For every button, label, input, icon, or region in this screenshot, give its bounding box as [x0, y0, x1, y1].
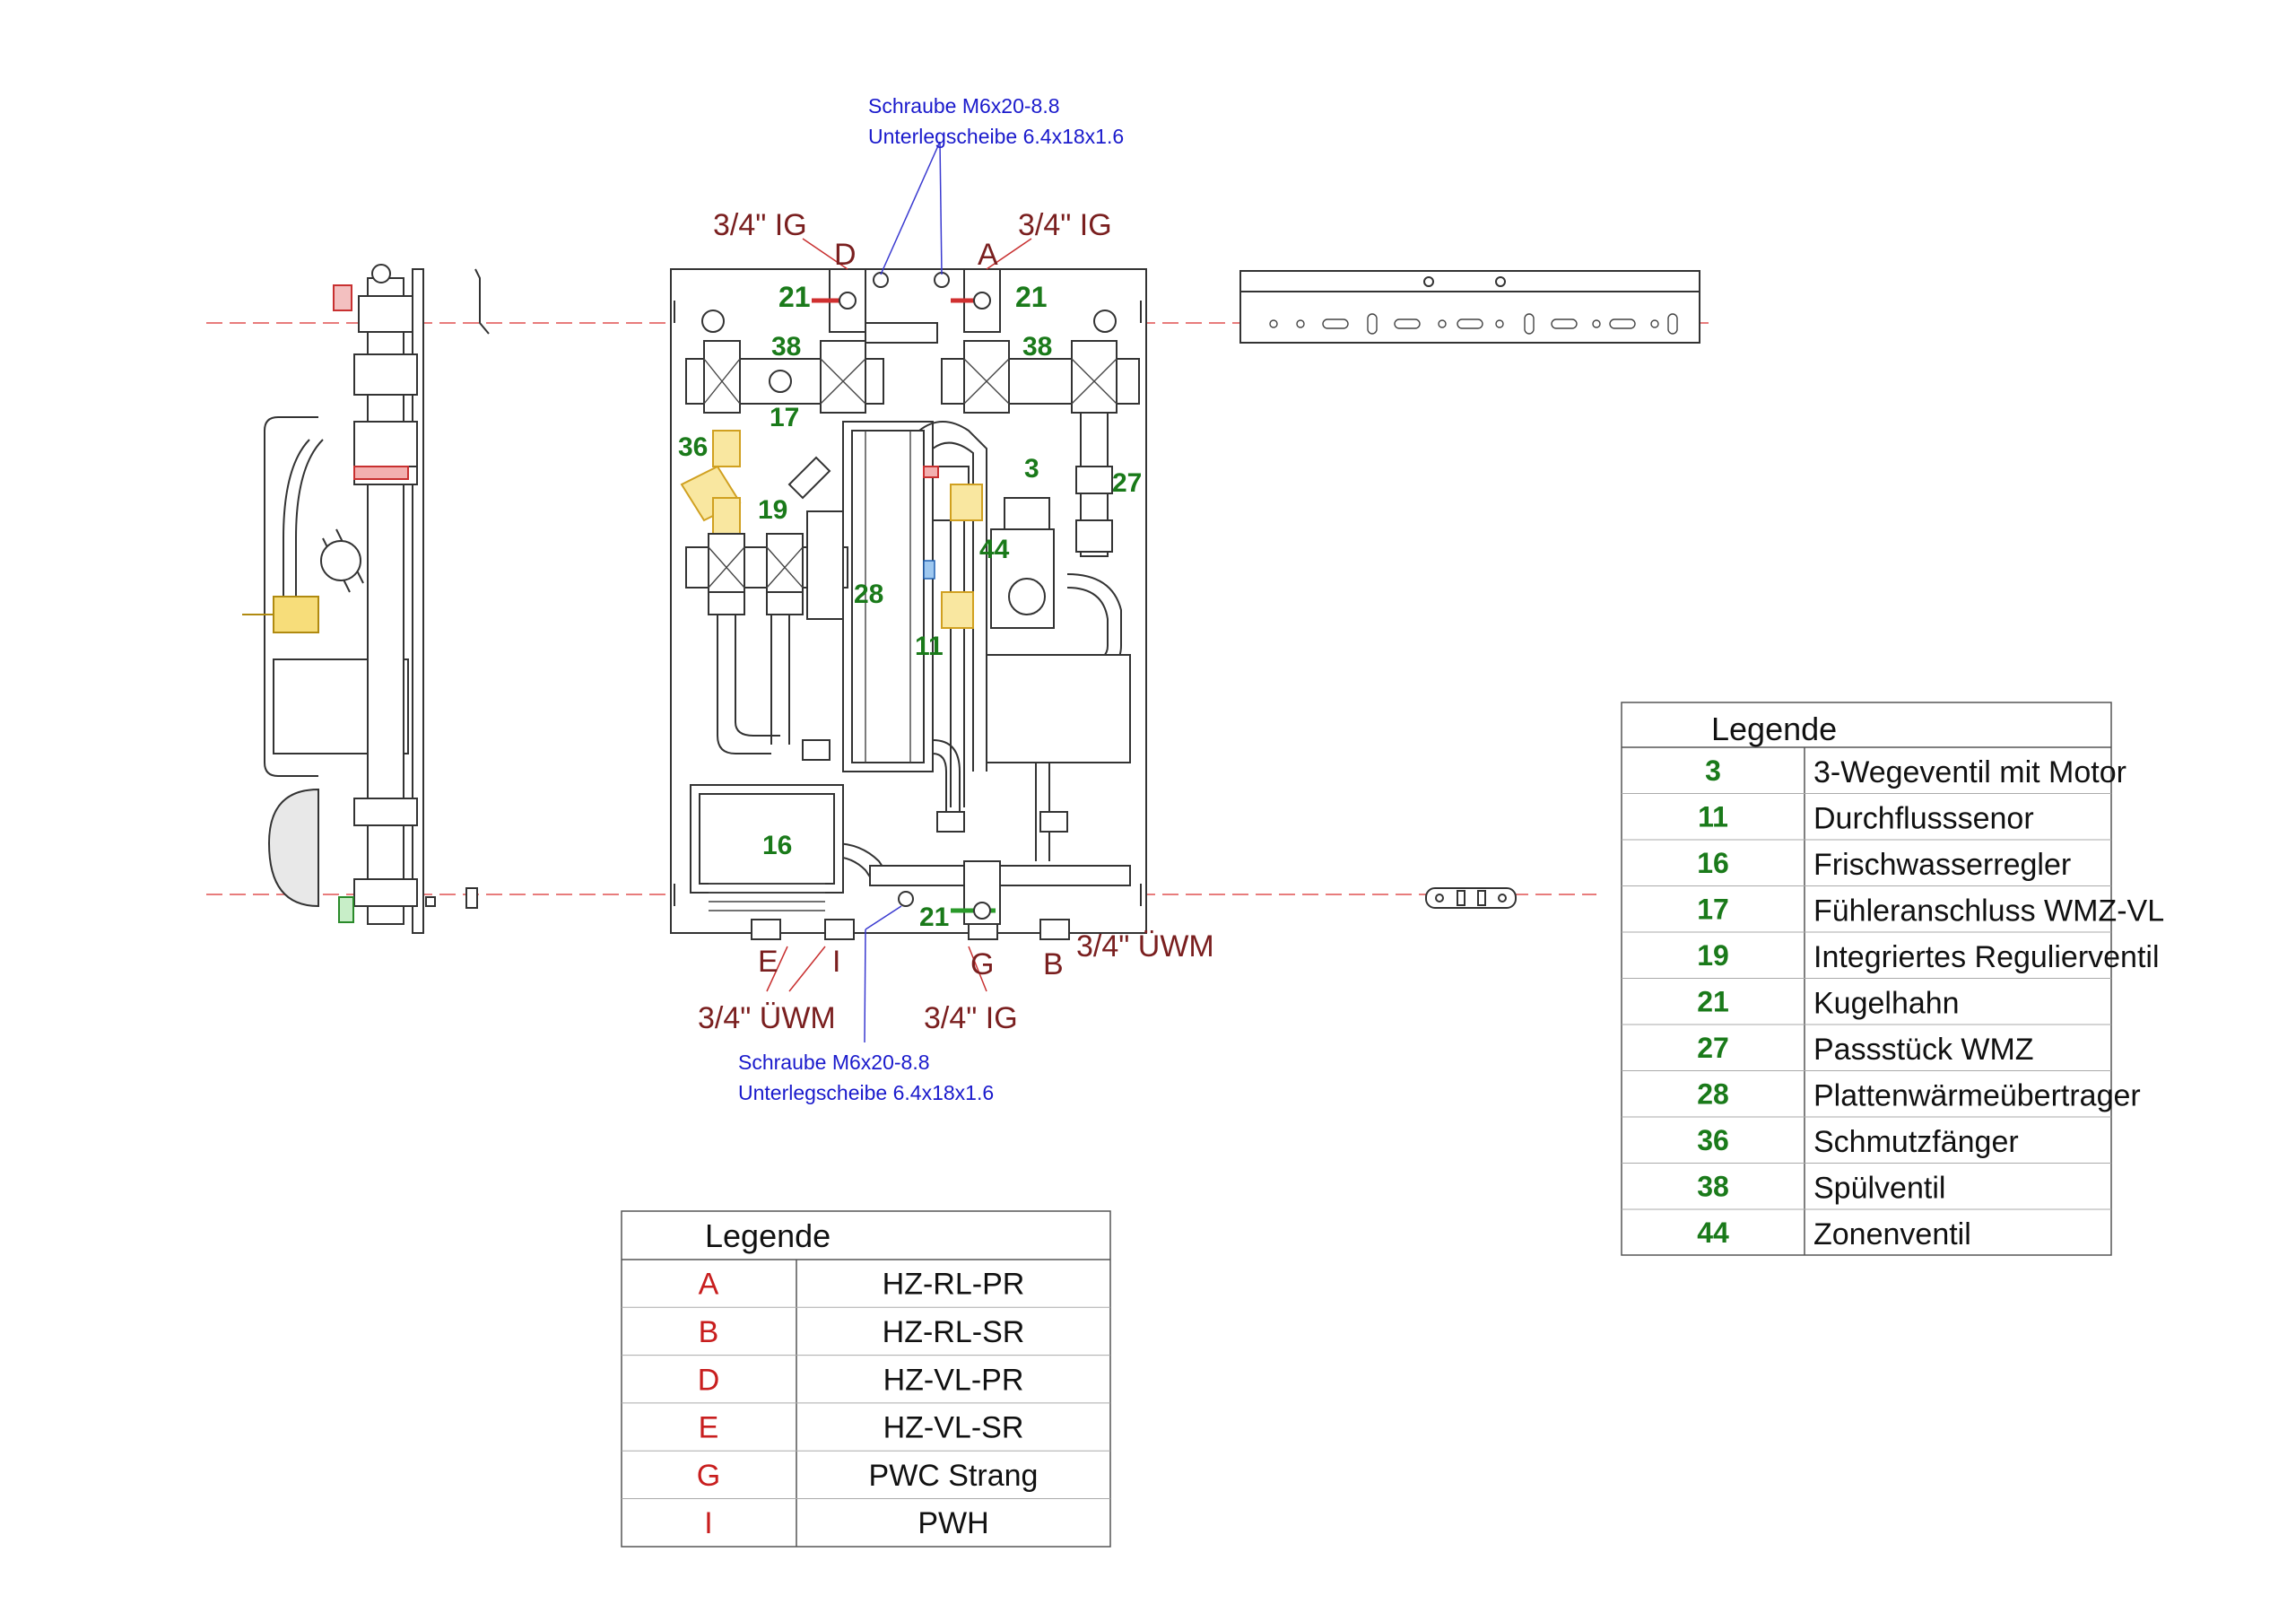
top-note-line2: Unterlegscheibe 6.4x18x1.6 [868, 125, 1124, 148]
legend-connection-key: A [699, 1268, 719, 1302]
side-view [242, 264, 490, 934]
label-bottom-right-thread: 3/4" ÜWM [1076, 929, 1214, 964]
legend-part-number: 21 [1697, 985, 1729, 1017]
part-27: 27 [1112, 468, 1142, 498]
legend-connection-name: HZ-RL-PR [883, 1268, 1025, 1302]
legend-part-number: 36 [1697, 1124, 1729, 1156]
label-E: E [758, 945, 778, 979]
part-16: 16 [762, 831, 792, 860]
annotations: Schraube M6x20-8.8 Unterlegscheibe 6.4x1… [678, 94, 1214, 1104]
part-21-top-right: 21 [1015, 281, 1048, 313]
legend-parts-title: Legende [1711, 711, 1837, 747]
legend-connection-name: HZ-VL-PR [883, 1363, 1024, 1397]
legend-connection-key: I [704, 1506, 712, 1540]
part-19: 19 [758, 495, 787, 525]
legend-part-number: 11 [1698, 800, 1728, 833]
legend-part-number: 38 [1697, 1170, 1729, 1202]
part-38-left: 38 [771, 332, 801, 362]
part-3: 3 [1024, 454, 1039, 484]
part-21-bottom: 21 [919, 903, 949, 932]
part-21-top-left: 21 [778, 281, 811, 313]
bottom-bracket [1425, 887, 1517, 909]
label-top-left-thread: 3/4" IG [713, 208, 807, 242]
legend-connection-key: B [699, 1315, 719, 1349]
label-G: G [970, 947, 994, 981]
label-A: A [978, 238, 998, 272]
label-D: D [834, 238, 857, 272]
part-44: 44 [979, 535, 1010, 564]
legend-part-name: 3-Wegeventil mit Motor [1813, 755, 2126, 789]
leader-lines [766, 141, 1032, 1043]
legend-part-name: Schmutzfänger [1813, 1125, 2019, 1159]
label-B: B [1043, 947, 1064, 981]
label-bottom-mid-thread: 3/4" IG [924, 1001, 1018, 1035]
legend-part-name: Spülventil [1813, 1171, 1945, 1205]
legend-parts: Legende 3 3-Wegeventil mit Motor 11 Durchfl… [1621, 702, 2164, 1256]
legend-connections: Legende A HZ-RL-PR B HZ-RL-SR D HZ-VL-PR E HZ-V… [621, 1210, 1111, 1548]
bottom-note-line1: Schraube M6x20-8.8 [738, 1051, 930, 1074]
legend-part-name: Passstück WMZ [1813, 1033, 2034, 1067]
legend-connection-name: PWC Strang [869, 1459, 1039, 1493]
front-view [670, 268, 1147, 940]
label-top-right-thread: 3/4" IG [1018, 208, 1112, 242]
legend-part-number: 16 [1697, 847, 1729, 879]
legend-part-number: 27 [1697, 1032, 1729, 1064]
label-bottom-left-thread: 3/4" ÜWM [698, 1001, 836, 1035]
legend-part-number: 28 [1697, 1077, 1729, 1110]
part-36: 36 [678, 432, 708, 462]
top-view-bracket [1239, 270, 1700, 344]
legend-part-number: 3 [1705, 754, 1721, 787]
legend-connection-name: HZ-RL-SR [883, 1315, 1025, 1349]
legend-part-name: Zonenventil [1813, 1217, 1971, 1251]
legend-connection-key: G [697, 1459, 720, 1493]
legend-connection-key: D [698, 1363, 720, 1397]
legend-part-name: Fühleranschluss WMZ-VL [1813, 894, 2164, 928]
bottom-note-line2: Unterlegscheibe 6.4x18x1.6 [738, 1081, 994, 1104]
legend-part-number: 19 [1697, 939, 1729, 972]
top-note-line1: Schraube M6x20-8.8 [868, 94, 1060, 118]
part-28: 28 [854, 580, 883, 609]
legend-part-number: 44 [1697, 1216, 1729, 1249]
part-17: 17 [770, 403, 799, 432]
strainer-yellow [680, 430, 742, 535]
legend-connection-key: E [699, 1411, 719, 1445]
legend-part-name: Integriertes Regulierventil [1813, 940, 2160, 974]
legend-connection-name: HZ-VL-SR [883, 1411, 1024, 1445]
legend-part-name: Frischwasserregler [1813, 848, 2071, 882]
part-38-right: 38 [1022, 332, 1052, 362]
part-11: 11 [915, 632, 944, 661]
legend-part-name: Durchflusssenor [1813, 801, 2034, 835]
legend-part-number: 17 [1697, 893, 1729, 925]
legend-part-name: Plattenwärmeübertrager [1813, 1078, 2141, 1112]
legend-connection-name: PWH [918, 1506, 988, 1540]
legend-part-name: Kugelhahn [1813, 986, 1960, 1020]
legend-connections-title: Legende [705, 1217, 831, 1254]
label-I: I [832, 945, 840, 979]
